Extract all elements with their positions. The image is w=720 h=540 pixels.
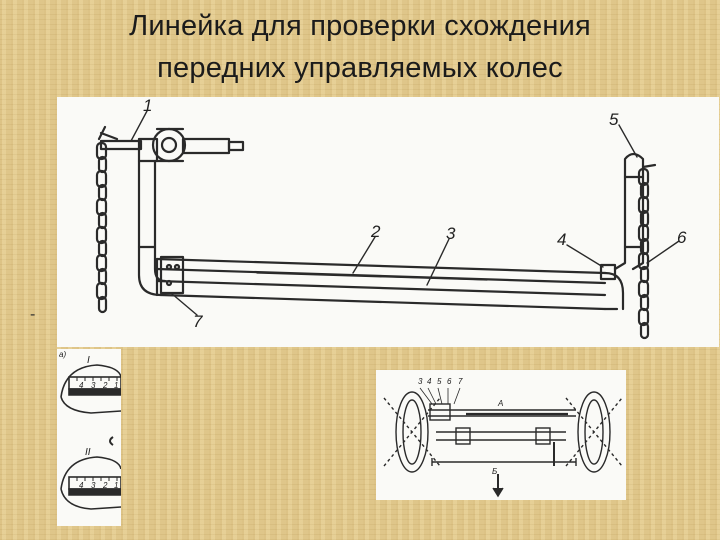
gauge-II-label: II	[85, 447, 91, 458]
dimension-A: A	[497, 399, 503, 408]
gauge-scale-panel: a) I 4 3 2 1 II 4 3 2 1	[57, 349, 121, 526]
axle-callout-6: 6	[447, 377, 452, 386]
axle-callout-4: 4	[427, 377, 432, 386]
callout-3: 3	[446, 224, 456, 243]
bracket-mark	[109, 436, 114, 446]
left-head-assembly	[99, 127, 245, 163]
scale-II-2: 2	[102, 481, 108, 490]
gauge-I-label: I	[87, 355, 90, 366]
scale-II-4: 4	[79, 481, 84, 490]
gauge-I	[60, 364, 121, 414]
gauge-scale-drawing: a) I 4 3 2 1 II 4 3 2 1	[59, 350, 121, 510]
slide-title-line-2: передних управляемых колес	[157, 52, 563, 84]
scale-II-3: 3	[91, 481, 96, 490]
ruler-drawing: 1 2 3 4 5 6 7	[95, 97, 687, 340]
axle-drawing-panel: 3 4 5 6 7 A Б	[376, 370, 626, 500]
bullet-mark: -	[30, 306, 36, 323]
callout-4: 4	[557, 230, 566, 249]
scale-I-4: 4	[79, 381, 84, 390]
axle-callout-3: 3	[418, 377, 423, 386]
right-wheel	[565, 391, 623, 473]
axle-callout-7: 7	[458, 377, 463, 386]
axle-callout-leaders	[419, 387, 461, 405]
right-chain	[637, 167, 650, 340]
scale-II-1: 1	[114, 481, 118, 490]
callout-5: 5	[609, 110, 619, 129]
steering-linkage	[428, 403, 577, 498]
axle-drawing: 3 4 5 6 7 A Б	[383, 377, 623, 498]
ruler-drawing-panel: 1 2 3 4 5 6 7	[57, 97, 719, 347]
left-chain	[95, 125, 119, 314]
dimension-B: Б	[492, 467, 497, 476]
scale-I-3: 3	[91, 381, 96, 390]
callout-6: 6	[677, 228, 687, 247]
scale-I-1: 1	[114, 381, 118, 390]
callout-2: 2	[370, 222, 381, 241]
gauge-panel-letter: a)	[59, 350, 66, 359]
callout-leaders	[130, 110, 680, 316]
telescopic-rods	[155, 255, 607, 311]
slide-title-line-1: Линейка для проверки схождения	[129, 10, 591, 42]
callout-1: 1	[143, 97, 152, 115]
axle-callout-5: 5	[437, 377, 442, 386]
gauge-II	[60, 456, 121, 510]
scale-I-2: 2	[102, 381, 108, 390]
callout-7: 7	[193, 312, 203, 331]
